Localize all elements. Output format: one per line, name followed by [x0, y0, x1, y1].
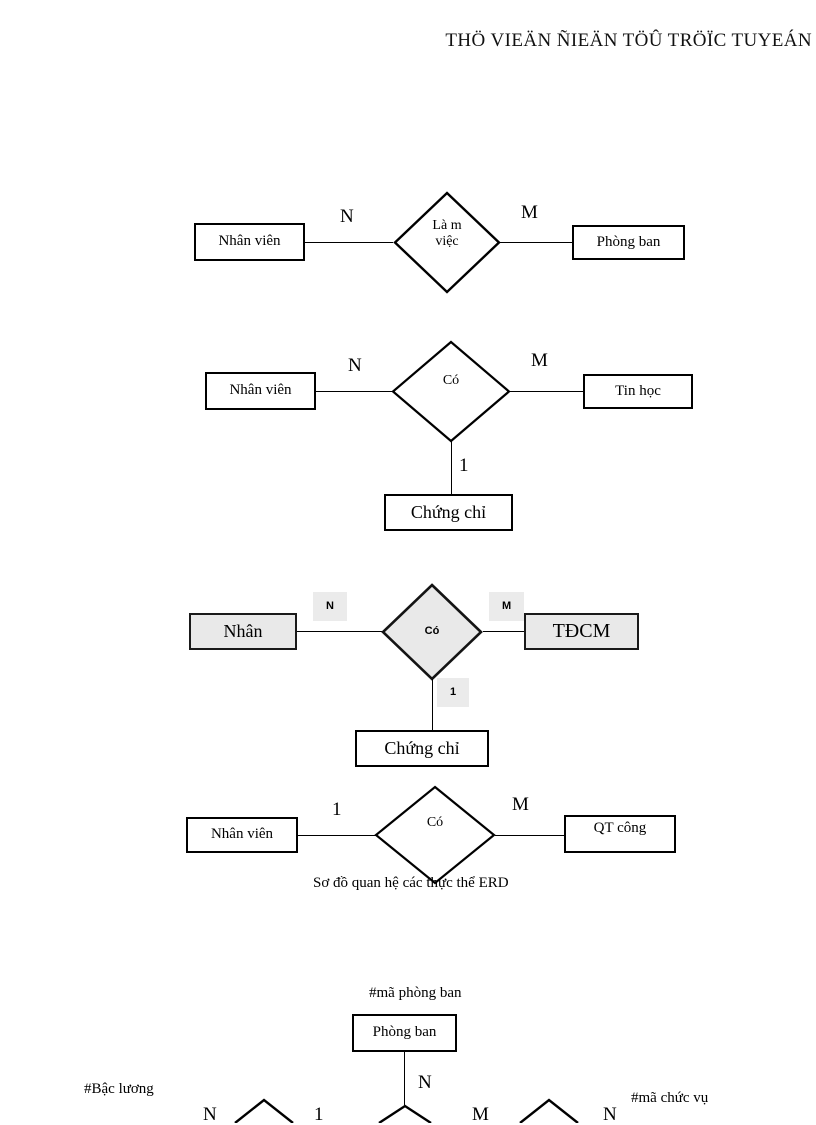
connector-bottom-2 — [451, 441, 452, 495]
relationship-top-center-clipped[interactable] — [377, 1104, 433, 1123]
cardinality-one-left-4: 1 — [332, 799, 342, 820]
relationship-top-left-clipped[interactable] — [233, 1098, 295, 1123]
cardinality-m-right-4: M — [512, 794, 529, 815]
document-header-title: THÖ VIEÄN ÑIEÄN TÖÛ TRÖÏC TUYEÁN — [445, 30, 812, 51]
cardinality-m-right-2: M — [531, 350, 548, 371]
connector-right-1 — [500, 242, 572, 243]
connector-right-3 — [483, 631, 525, 632]
cardinality-n-right-bottom: N — [603, 1104, 617, 1125]
cardinality-n-center-bottom: N — [418, 1072, 432, 1093]
connector-right-4 — [495, 835, 565, 836]
cardinality-n-left-2: N — [348, 355, 362, 376]
cardinality-n-left-3: N — [313, 592, 347, 621]
entity-tdcm[interactable]: TÐCM — [524, 613, 639, 650]
attribute-ma-phong-ban: #mã phòng ban — [369, 985, 462, 1001]
relationship-lam-viec[interactable]: Là m việc — [393, 191, 501, 294]
attribute-ma-chuc-vu: #mã chức vụ — [631, 1090, 709, 1106]
attribute-bac-luong: #Bậc lương — [84, 1081, 154, 1097]
connector-left-2 — [316, 391, 393, 392]
connector-phong-ban-down — [404, 1052, 405, 1105]
connector-left-4 — [298, 835, 376, 836]
erd-caption: Sơ đồ quan hệ các thực thể ERD — [313, 875, 509, 891]
entity-nhan-vien-1[interactable]: Nhân viên — [194, 223, 305, 261]
cardinality-one-bottom-3: 1 — [437, 678, 470, 707]
connector-bottom-3 — [432, 679, 433, 731]
entity-phong-ban-bottom[interactable]: Phòng ban — [352, 1014, 457, 1052]
entity-nhan-vien-2[interactable]: Nhân viên — [205, 372, 316, 410]
cardinality-m-right-1: M — [521, 202, 538, 223]
entity-chung-chi-3[interactable]: Chứng chỉ — [355, 730, 489, 767]
relationship-top-right-clipped[interactable] — [518, 1098, 580, 1123]
relationship-co-4[interactable]: Có — [374, 785, 496, 885]
entity-tin-hoc[interactable]: Tin học — [583, 374, 693, 409]
entity-phong-ban-1[interactable]: Phòng ban — [572, 225, 685, 260]
relationship-co-shaded[interactable]: Có — [381, 583, 483, 681]
cardinality-m-bottom-row: M — [472, 1104, 489, 1125]
connector-left-3 — [297, 631, 383, 632]
cardinality-m-right-3: M — [489, 592, 525, 621]
cardinality-n-left-1: N — [340, 206, 354, 227]
entity-nhan-vien-4[interactable]: Nhân viên — [186, 817, 298, 853]
entity-nhan-shaded[interactable]: Nhân — [189, 613, 297, 650]
cardinality-n-left-bottom: N — [203, 1104, 217, 1125]
entity-chung-chi-2[interactable]: Chứng chỉ — [384, 494, 513, 531]
cardinality-one-bottom-2: 1 — [459, 455, 469, 476]
cardinality-one-bottom-row: 1 — [314, 1104, 324, 1125]
entity-qt-cong[interactable]: QT công — [564, 815, 676, 853]
connector-left-1 — [305, 242, 393, 243]
connector-right-2 — [510, 391, 583, 392]
relationship-co-2[interactable]: Có — [391, 340, 511, 443]
